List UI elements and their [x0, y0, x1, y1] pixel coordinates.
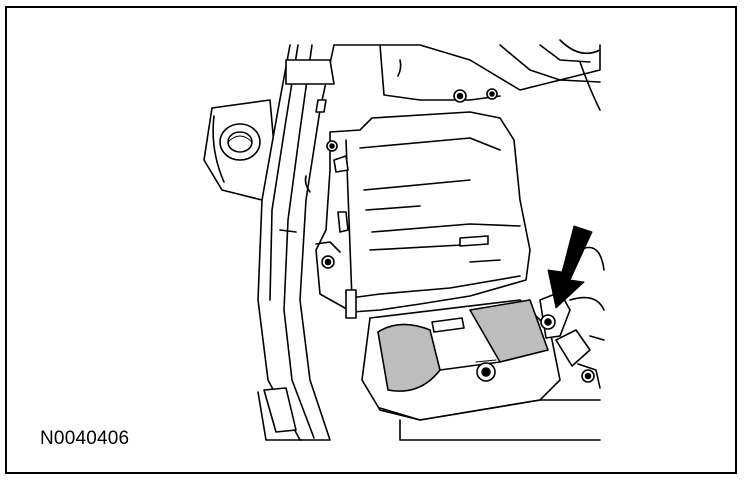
- right-fastener-area: [539, 246, 605, 389]
- heat-shield: [315, 111, 531, 319]
- lower-component: [361, 299, 601, 441]
- frame-rail: [257, 44, 335, 441]
- figure-id-label: N0040406: [40, 428, 130, 449]
- upper-structure: [333, 39, 601, 111]
- left-mounting-bracket: [203, 99, 277, 201]
- pointer-arrow: [547, 225, 593, 309]
